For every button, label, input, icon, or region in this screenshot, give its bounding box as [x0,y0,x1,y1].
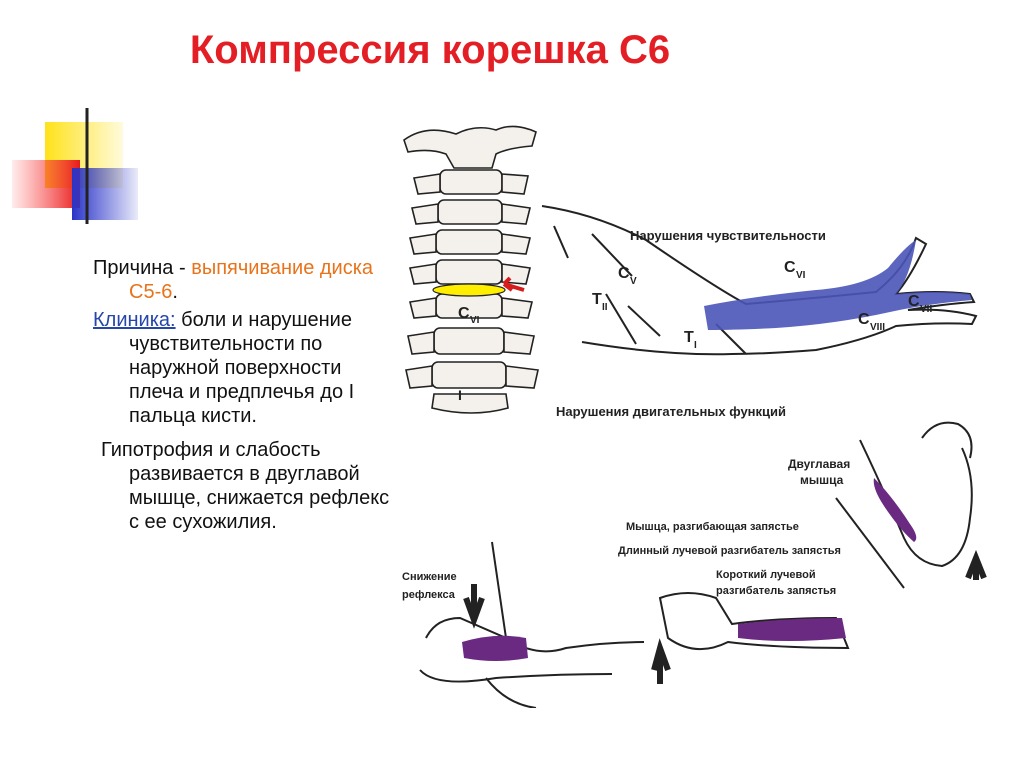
derm-c5-sub: V [630,276,637,287]
cause-label: Причина - [93,257,192,279]
reflex-muscle [462,635,528,661]
sensory-title: Нарушения чувствительности [630,228,826,243]
derm-c8-sub: VIII [870,322,885,333]
cause-paragraph: Причина - выпячивание диска С5-6. [93,256,393,304]
hypotrophy-paragraph: Гипотрофия и слабость развивается в двуг… [101,439,390,533]
slide-text: Причина - выпячивание диска С5-6. Клиник… [93,256,393,538]
biceps-muscle [873,478,917,542]
derm-t1: T [684,329,694,346]
derm-c7: C [908,293,920,310]
biceps-label-1: Двуглавая [788,457,850,471]
reflex-elbow [419,541,645,708]
spine-bottom-label: I [458,387,462,403]
extensor-label-3b: разгибатель запястья [716,585,836,597]
decorative-squares [12,108,400,224]
disc-c5-6 [432,283,506,297]
extensor-label-3a: Короткий лучевой [716,569,816,581]
derm-t2: T [592,291,602,308]
extensor-label-2: Длинный лучевой разгибатель запястья [618,545,841,557]
extensor-up-arrow [651,638,671,684]
disc-arrow [502,276,525,292]
slide-title: Компрессия корешка С6 [189,28,671,72]
medical-illustration: C VI I Нарушения чувствительности C V C … [402,125,987,708]
biceps-label-2: мышца [800,473,844,487]
derm-t2-sub: II [602,302,608,313]
derm-c5: C [618,265,630,282]
vertebra-label: C [458,305,470,322]
clinic-text: боли и нарушение чувствительности по нар… [129,309,355,427]
blue-square [72,168,138,220]
biceps-up-arrow [965,549,987,580]
derm-c6: C [784,259,796,276]
motor-title: Нарушения двигательных функций [556,404,786,419]
vertebra-label-sub: VI [470,315,480,326]
cervical-spine [403,125,539,414]
clinic-paragraph: Клиника: боли и нарушение чувствительнос… [93,308,393,428]
derm-c7-sub: VII [920,304,932,315]
biceps-arm [835,421,973,589]
extensor-label-1: Мышца, разгибающая запястье [626,521,799,533]
sensory-zone-c6 [704,240,972,330]
cause-value: выпячивание диска С5-6 [129,257,374,303]
reflex-label-1: Снижение [402,571,457,583]
derm-c8: C [858,311,870,328]
cause-end: . [172,281,178,303]
reflex-label-2: рефлекса [402,589,456,601]
extensor-muscle [738,618,846,641]
extensor-forearm [658,592,850,651]
derm-t1-sub: I [694,340,697,351]
derm-c6-sub: VI [796,270,806,281]
reflex-down-arrow [463,584,485,629]
clinic-link[interactable]: Клиника: [93,309,176,331]
